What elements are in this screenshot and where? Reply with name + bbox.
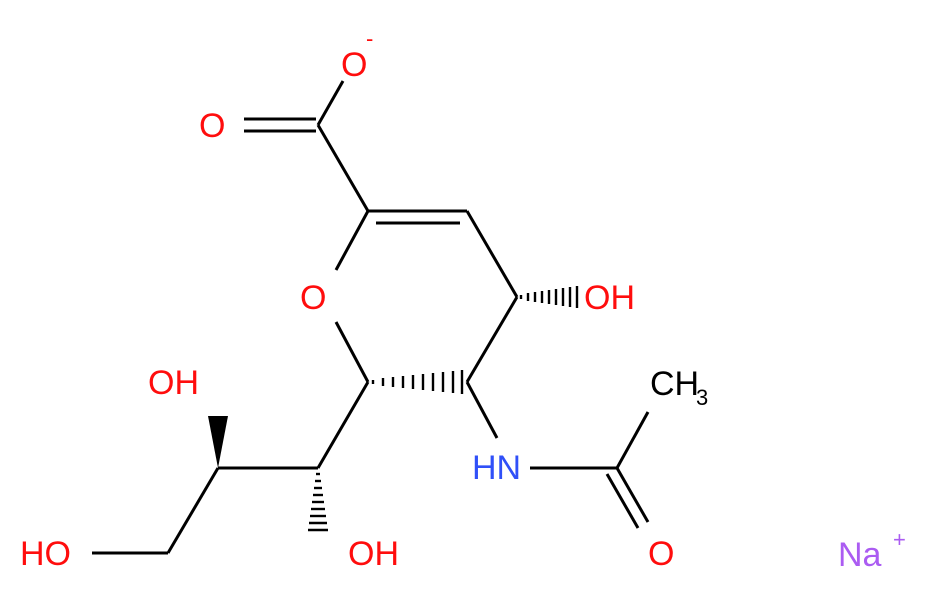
bond-c2-ringo [334,210,370,271]
label-oh-side-lower: OH [348,535,399,573]
bond-c6-c7 [316,381,370,469]
label-o-minus: O [341,46,367,84]
bond-acylc-methyl [615,411,650,469]
label-oh-side-upper: OH [148,364,199,402]
bond-c4-c5 [465,296,519,383]
bond-carboxyl-c2 [316,124,370,212]
bond-carboxyl-ominus [316,80,345,126]
bond-c3-c4 [465,210,519,298]
label-methyl-sub: 3 [696,385,708,410]
atom-labels: O - O O OH CH 3 HN O OH OH HO Na + [20,26,906,574]
label-sodium: Na [838,536,882,574]
label-sodium-charge: + [893,527,906,552]
label-ring-o: O [300,279,326,317]
label-amide-o: O [648,535,674,573]
bond-acylc-o-a [615,467,650,523]
hashed-wedges [308,286,579,532]
wedge-c8-oh [208,416,228,468]
hash-c7-oh [308,472,328,532]
bonds [92,80,650,555]
label-carbonyl-o: O [199,107,225,145]
hash-c6-c5 [371,370,464,394]
bond-acylc-o-b [605,473,640,529]
hash-c4-oh [519,286,579,308]
label-oh-c4: OH [584,279,635,317]
label-methyl: CH [650,365,699,403]
label-ho-terminal: HO [20,535,71,573]
label-nh: HN [472,449,521,487]
bond-c8-c9 [166,467,220,554]
label-o-minus-charge: - [366,26,373,51]
bond-ringo-c6 [334,321,370,383]
bond-c5-n [465,381,499,439]
